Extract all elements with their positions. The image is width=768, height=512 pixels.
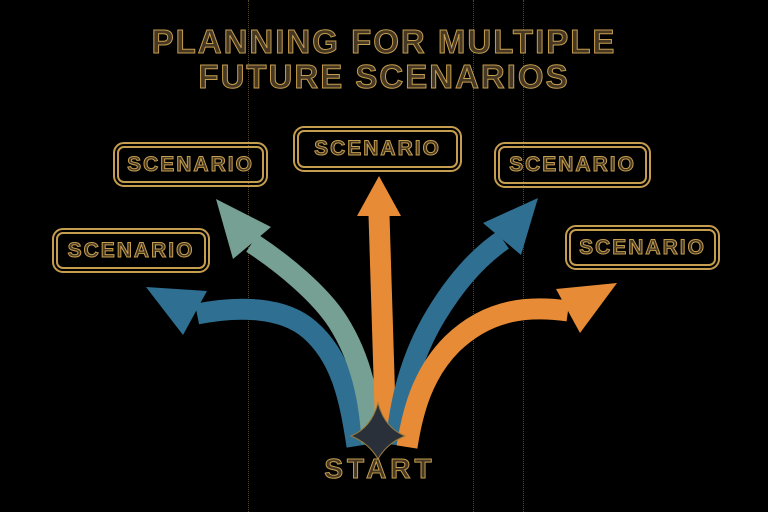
arrow-top-center-head (357, 176, 401, 216)
arrow-far-right-head (556, 283, 617, 333)
scenario-box-inner-border: SCENARIO (56, 232, 206, 269)
start-diamond (349, 401, 407, 461)
scenario-label: SCENARIO (314, 137, 441, 161)
diagram-title-line-1: PLANNING FOR MULTIPLE (151, 23, 617, 60)
scenario-box-far-left: SCENARIO (52, 228, 210, 273)
arrow-top-right-shaft (385, 231, 510, 446)
scenario-box-inner-border: SCENARIO (297, 130, 458, 168)
scenario-box-inner-border: SCENARIO (569, 229, 716, 266)
scenario-box-inner-border: SCENARIO (498, 146, 647, 184)
scenario-label: SCENARIO (579, 235, 706, 259)
dotted-guide-line (248, 0, 249, 512)
arrow-top-right-head (483, 198, 538, 255)
arrow-top-left-shaft (246, 234, 383, 444)
scenario-label: SCENARIO (67, 238, 195, 262)
scenario-box-far-right: SCENARIO (565, 225, 720, 270)
scenario-label: SCENARIO (127, 152, 254, 176)
arrow-far-right-shaft (396, 298, 570, 449)
diagram-title-line-2: FUTURE SCENARIOS (198, 58, 570, 95)
arrow-far-left-shaft (194, 298, 368, 448)
start-label: START (324, 453, 436, 485)
diagram-title: PLANNING FOR MULTIPLE FUTURE SCENARIOS (0, 23, 768, 95)
scenario-label: SCENARIO (509, 153, 636, 177)
scenario-box-top-center: SCENARIO (293, 126, 462, 172)
dotted-guide-line (523, 0, 524, 512)
arrow-top-center-shaft (368, 214, 397, 441)
arrow-far-left-head (146, 287, 207, 335)
scenario-box-top-left: SCENARIO (113, 142, 268, 187)
scenario-box-inner-border: SCENARIO (117, 146, 264, 183)
arrow-top-left-head (216, 199, 271, 259)
scenario-box-top-right: SCENARIO (494, 142, 651, 188)
